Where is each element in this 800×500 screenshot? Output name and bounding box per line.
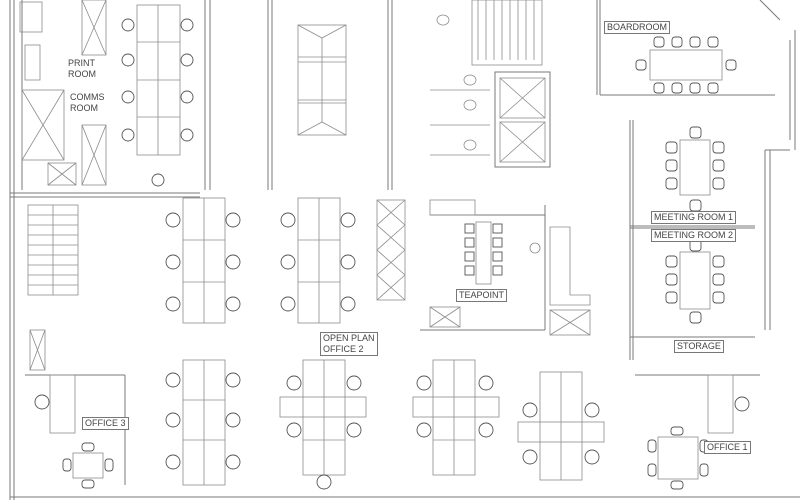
desk-cluster-top: [121, 4, 194, 187]
left-service-area: [19, 0, 107, 371]
label-line: OPEN PLAN: [323, 333, 375, 343]
room-label-office-3: OFFICE 3: [82, 417, 129, 430]
desk-cluster-bottom: [165, 359, 605, 490]
room-label-storage: STORAGE: [674, 340, 724, 353]
office-3-furniture: [25, 374, 126, 489]
boardroom-furniture: [600, 36, 775, 96]
central-room: [297, 24, 347, 136]
room-label-office-1: OFFICE 1: [704, 441, 751, 454]
label-line: COMMS: [70, 92, 105, 102]
room-label-open-plan-office-2: OPEN PLAN OFFICE 2: [320, 332, 378, 356]
office-1-furniture: [635, 374, 760, 490]
room-label-comms-room: COMMS ROOM: [68, 92, 107, 114]
label-line: ROOM: [68, 69, 96, 79]
meeting-rooms-furniture: [629, 120, 755, 360]
room-label-teapoint: TEAPOINT: [456, 289, 508, 302]
room-label-boardroom: BOARDROOM: [604, 21, 671, 34]
core-wc-lifts: [430, 0, 551, 168]
label-line: PRINT: [68, 58, 95, 68]
desk-cluster-middle: [165, 197, 356, 324]
room-label-meeting-room-1: MEETING ROOM 1: [651, 211, 737, 224]
label-line: OFFICE 2: [323, 344, 364, 354]
teapoint-furniture: [376, 199, 591, 336]
label-line: ROOM: [70, 103, 98, 113]
room-label-meeting-room-2: MEETING ROOM 2: [651, 229, 737, 242]
room-label-print-room: PRINT ROOM: [66, 58, 98, 80]
